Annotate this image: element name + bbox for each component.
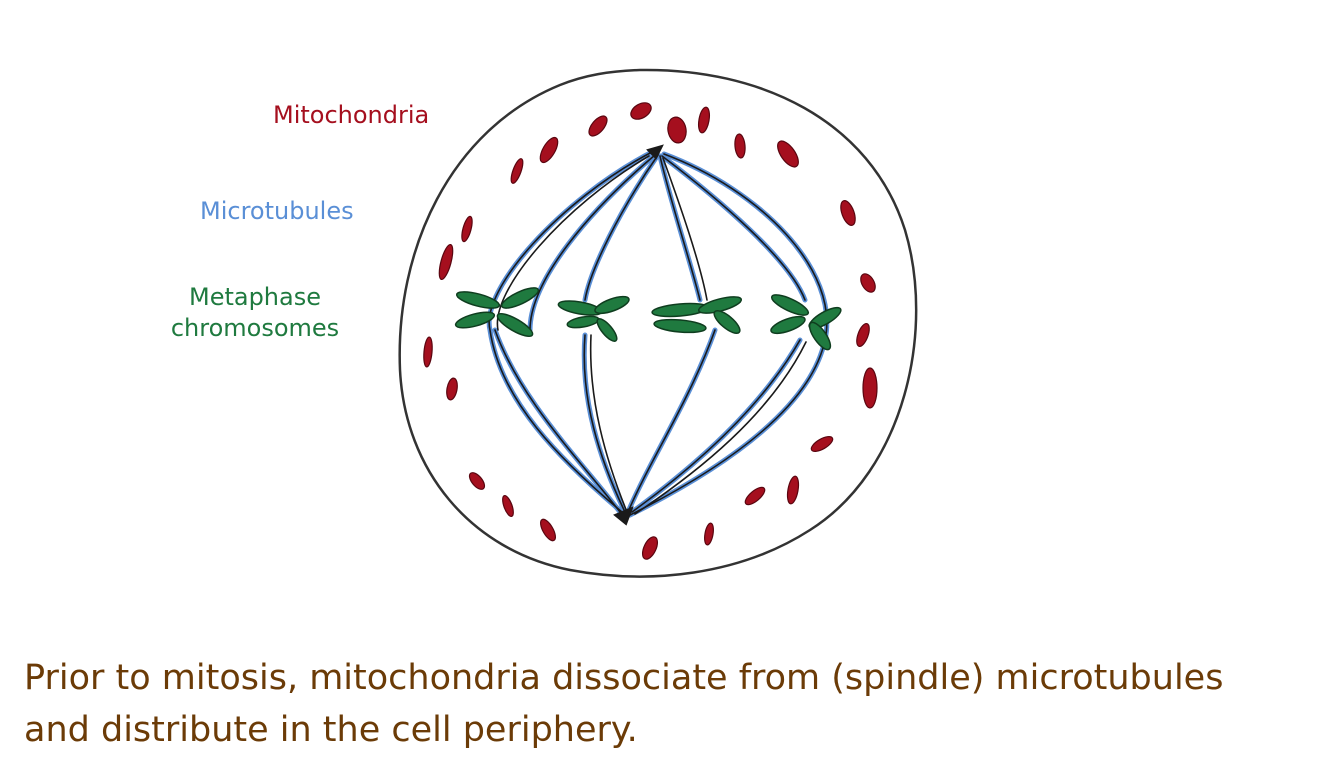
mitochondrion	[461, 215, 473, 243]
mitochondrion	[744, 486, 766, 506]
label-mitochondria: Mitochondria	[273, 101, 430, 129]
mitochondrion	[438, 243, 454, 281]
mitochondrion	[860, 273, 876, 293]
chromosome-1	[454, 287, 540, 338]
caption-line2: and distribute in the cell periphery.	[24, 710, 638, 750]
mitochondrion	[840, 200, 856, 226]
chromosome-2	[557, 295, 630, 342]
mitochondrion	[641, 536, 659, 560]
spindle-microtubules	[486, 144, 830, 526]
chromosome-4	[770, 294, 842, 351]
mitochondrion	[667, 116, 687, 144]
mitochondrion	[588, 115, 608, 137]
mitochondrion	[510, 158, 524, 184]
caption-line1: Prior to mitosis, mitochondria dissociat…	[24, 658, 1224, 698]
metaphase-chromosomes	[454, 287, 842, 351]
mitochondrion	[777, 140, 799, 168]
label-metaphase-chromosomes: Metaphase chromosomes	[166, 282, 344, 344]
cell-membrane	[398, 68, 918, 578]
label-chromosomes-line1: Metaphase	[188, 283, 321, 311]
mitochondrion	[446, 377, 458, 401]
mitochondria	[423, 102, 878, 560]
mitochondrion	[810, 436, 834, 452]
mitochondrion	[468, 472, 486, 490]
mitochondrion	[630, 102, 652, 120]
mitochondrion	[862, 367, 878, 409]
mitochondrion	[697, 106, 711, 134]
mitochondrion	[539, 136, 559, 164]
centrosome-bottom	[613, 506, 634, 526]
mitochondrion	[704, 522, 714, 546]
label-microtubules: Microtubules	[200, 197, 354, 225]
caption: Prior to mitosis, mitochondria dissociat…	[24, 652, 1223, 756]
mitochondrion	[540, 518, 556, 542]
chromosome-3	[651, 296, 743, 335]
mitochondrion	[502, 494, 514, 518]
mitochondrion	[734, 133, 746, 159]
mitochondrion	[856, 322, 870, 348]
mitochondrion	[786, 475, 800, 505]
label-chromosomes-line2: chromosomes	[170, 314, 340, 343]
mitochondrion	[423, 336, 433, 368]
centrosome-top	[646, 144, 664, 160]
